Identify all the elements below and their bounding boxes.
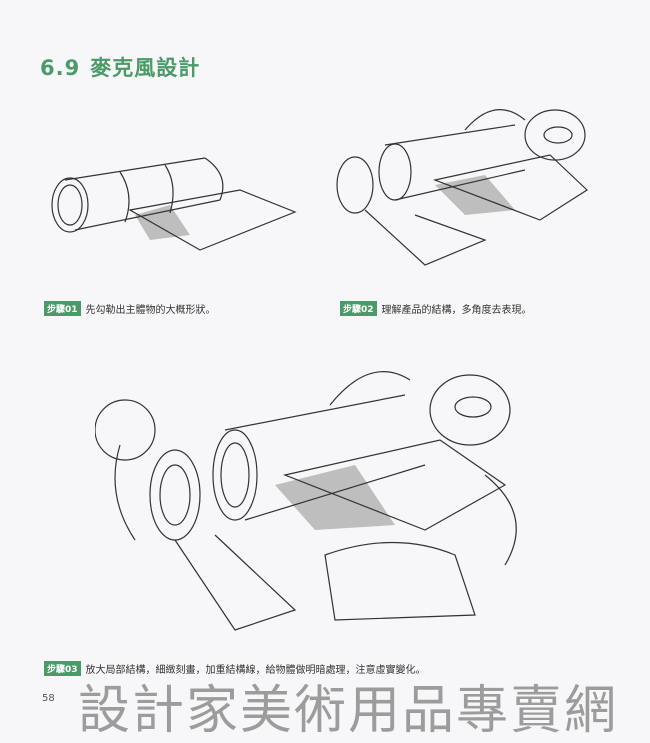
- watermark: 設計家美術用品專賣網: [78, 681, 619, 741]
- step-text: 放大局部結構，細緻刻畫，加重結構線，給物體做明暗處理，注意虛實變化。: [85, 665, 426, 676]
- step-text: 先勾勒出主體物的大概形狀。: [85, 305, 216, 316]
- sketch-step-3: [95, 371, 517, 631]
- sketch-step-1: [51, 157, 297, 251]
- step-badge: 步驟02: [340, 301, 377, 316]
- sketch-step-2: [336, 109, 588, 266]
- step-2-caption: 步驟02 理解產品的結構，多角度去表現。: [340, 301, 532, 316]
- step-text: 理解產品的結構，多角度去表現。: [381, 305, 532, 316]
- step-1-caption: 步驟01 先勾勒出主體物的大概形狀。: [44, 301, 216, 316]
- section-number: 6.9: [40, 56, 81, 80]
- section-heading: 麥克風設計: [90, 56, 201, 80]
- step-badge: 步驟01: [44, 301, 81, 316]
- page-number: 58: [42, 693, 55, 704]
- section-title: 6.9 麥克風設計: [40, 52, 200, 82]
- step-3-caption: 步驟03 放大局部結構，細緻刻畫，加重結構線，給物體做明暗處理，注意虛實變化。: [44, 661, 426, 676]
- step-badge: 步驟03: [44, 661, 81, 676]
